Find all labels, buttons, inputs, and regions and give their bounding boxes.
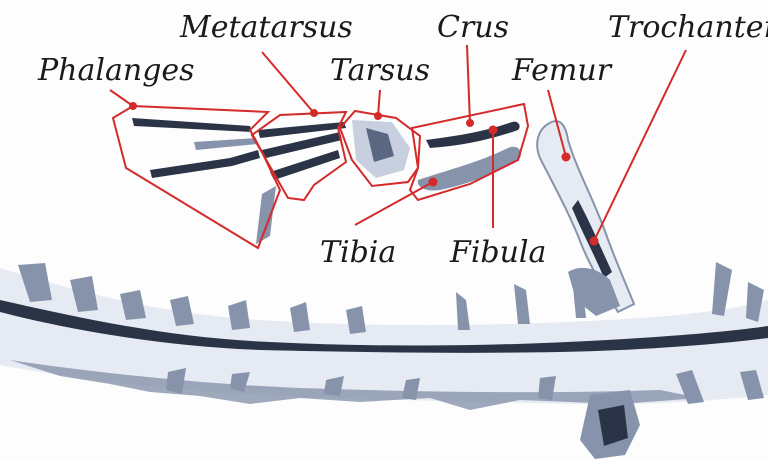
tibia-marker xyxy=(429,178,438,187)
tarsus-bones xyxy=(352,120,410,178)
phalanges-marker xyxy=(129,102,137,110)
femur-marker xyxy=(562,153,571,162)
femur-label: Femur xyxy=(511,53,613,88)
phalanx-claw xyxy=(256,186,276,244)
fibula-label: Fibula xyxy=(449,235,546,270)
vertebral-column xyxy=(0,262,768,459)
trochanter-label: Trochanter xyxy=(608,10,768,45)
crus-leader-line xyxy=(467,45,470,123)
tarsus-label: Tarsus xyxy=(330,53,430,88)
neural-spine xyxy=(228,300,250,330)
metatarsus-marker xyxy=(310,109,318,117)
metatarsus-leader-line xyxy=(262,52,314,113)
crus-label: Crus xyxy=(437,10,509,45)
metatarsus-label: Metatarsus xyxy=(179,10,353,45)
neural-spine xyxy=(514,284,530,324)
phalanx-bone xyxy=(194,138,258,150)
tibia-leader-line xyxy=(355,182,433,225)
trochanter-marker xyxy=(590,237,599,246)
phalanges-leader-line xyxy=(110,90,133,106)
neural-spine xyxy=(456,292,470,330)
crus-marker xyxy=(466,119,474,127)
tibia-label: Tibia xyxy=(320,235,396,270)
femur-bone-group xyxy=(537,121,634,316)
neural-spine xyxy=(712,262,732,316)
tarsus-marker xyxy=(374,112,382,120)
fibula-marker xyxy=(489,126,498,135)
phalanx-bone xyxy=(132,118,252,132)
phalanges-label: Phalanges xyxy=(37,53,195,88)
phalanx-bone xyxy=(150,150,260,178)
